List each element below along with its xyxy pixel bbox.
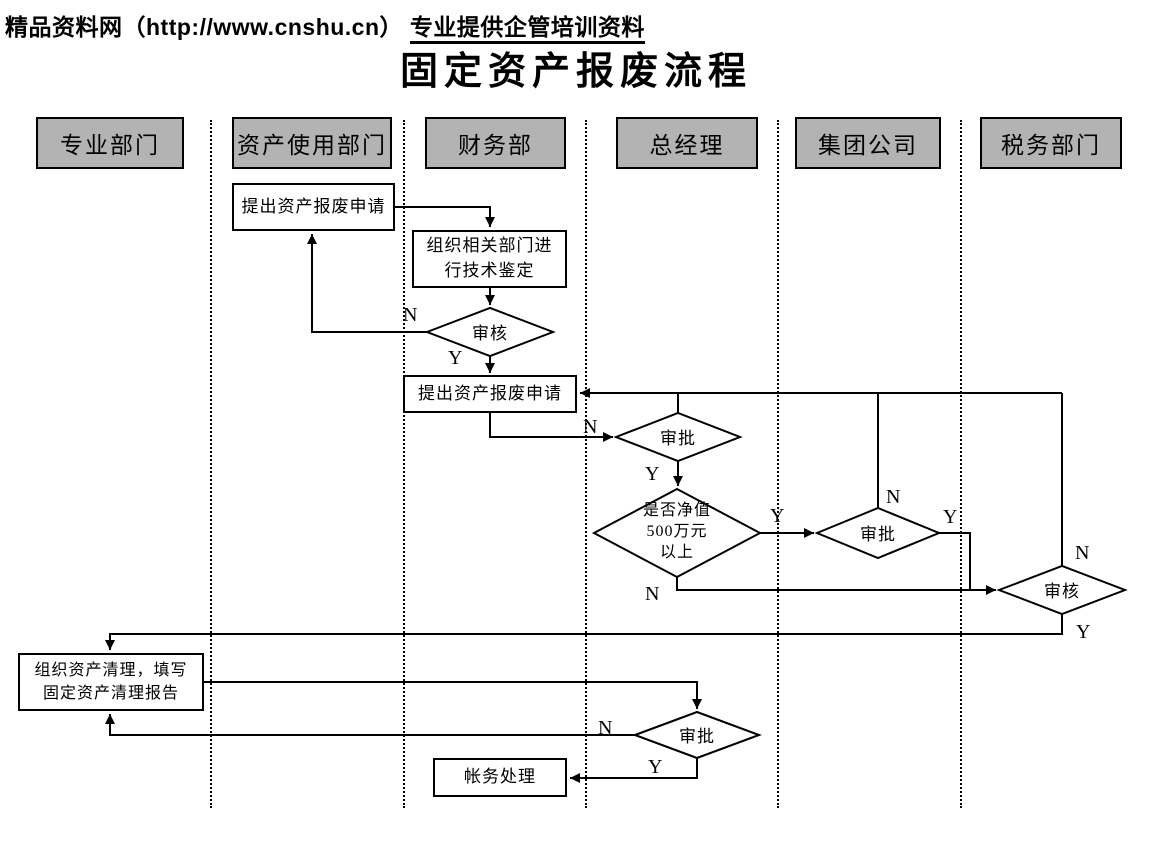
node-label-line2: 固定资产清理报告 <box>42 685 179 702</box>
watermark-tagline-text: 专业提供企管培训资料 <box>409 14 645 44</box>
connector-tax-review-yes-to-cleanup <box>105 614 1063 650</box>
watermark: 精品资料网（http://www.cnshu.cn） 专业提供企管培训资料 <box>5 8 645 44</box>
node-label-line2: 行技术鉴定 <box>444 261 535 280</box>
branch-label-group-approval-yes: Y <box>943 506 958 528</box>
lane-divider-1 <box>210 120 212 808</box>
node-submit-disposal-request-1: 提出资产报废申请 <box>232 183 395 231</box>
lane-header-label: 税务部门 <box>1001 133 1101 158</box>
decision-net-value-over-5m-shape <box>591 487 763 579</box>
node-label-line1: 组织资产清理，填写 <box>34 661 188 679</box>
node-organize-technical-appraisal: 组织相关部门进 行技术鉴定 <box>412 230 567 288</box>
node-accounting-treatment: 帐务处理 <box>433 758 567 797</box>
branch-label-networth-no: N <box>645 583 660 605</box>
decision-net-value-over-5m-label: 是否净值 500万元 以上 <box>632 501 722 563</box>
branch-label-tax-review-yes: Y <box>1076 621 1091 643</box>
lane-header-label: 总经理 <box>649 133 725 158</box>
connector-group-approval-yes-down <box>939 532 971 590</box>
lane-header-finance-dept: 财务部 <box>425 117 566 169</box>
decision-label-line1: 是否净值 <box>642 502 711 519</box>
decision-label-line2: 500万元 <box>646 522 708 540</box>
connector-review1-no-return <box>307 234 427 333</box>
branch-label-gm-approval-no: N <box>583 416 598 438</box>
node-submit-disposal-request-2: 提出资产报废申请 <box>403 375 577 413</box>
branch-label-final-approval-no: N <box>598 717 613 739</box>
lane-header-group-company: 集团公司 <box>795 117 941 169</box>
branch-label-final-approval-yes: Y <box>648 756 663 778</box>
lane-divider-2 <box>403 120 405 808</box>
connector-cleanup-to-final-approval <box>204 681 702 709</box>
connector-box1-to-appraisal <box>395 206 495 227</box>
decision-group-approval-label: 审批 <box>860 525 896 544</box>
decision-final-approval-label: 审批 <box>679 727 715 746</box>
lane-header-label: 财务部 <box>458 133 533 158</box>
lane-header-label: 集团公司 <box>818 133 918 158</box>
lane-divider-5 <box>960 120 962 808</box>
connector-final-approval-no-return <box>105 714 635 736</box>
lane-divider-3 <box>585 120 587 808</box>
lane-header-label: 专业部门 <box>60 133 160 158</box>
decision-tax-review-shape <box>996 564 1128 616</box>
node-label: 帐务处理 <box>464 767 536 787</box>
lane-header-tax-dept: 税务部门 <box>980 117 1122 169</box>
branch-label-tax-review-no: N <box>1075 542 1090 564</box>
decision-review-1-shape <box>424 306 556 358</box>
decision-review-1-label: 审核 <box>472 324 508 343</box>
lane-header-general-manager: 总经理 <box>616 117 758 169</box>
branch-label-gm-approval-yes: Y <box>645 463 660 485</box>
decision-label-line3: 以上 <box>659 543 694 561</box>
lane-divider-4 <box>777 120 779 808</box>
decision-gm-approval-shape <box>613 411 743 463</box>
decision-gm-approval-label: 审批 <box>660 429 696 448</box>
connector-box3-to-gm-approval <box>489 413 613 442</box>
decision-group-approval-shape <box>814 506 942 560</box>
branch-label-review1-no: N <box>403 304 418 326</box>
watermark-site-text: 精品资料网（http://www.cnshu.cn） <box>5 14 404 40</box>
connector-final-approval-yes-to-accounting <box>570 758 698 783</box>
node-label: 提出资产报废申请 <box>418 383 562 403</box>
branch-label-group-approval-no: N <box>886 486 901 508</box>
lane-header-specialist-dept: 专业部门 <box>36 117 184 169</box>
node-organize-asset-cleanup: 组织资产清理，填写 固定资产清理报告 <box>18 653 204 711</box>
branch-label-networth-yes: Y <box>770 505 785 527</box>
decision-tax-review-label: 审核 <box>1044 582 1080 601</box>
page-title: 固定资产报废流程 <box>399 51 752 93</box>
node-label-line1: 组织相关部门进 <box>426 236 553 256</box>
lane-header-asset-user-dept: 资产使用部门 <box>232 117 392 169</box>
lane-header-label: 资产使用部门 <box>237 133 387 158</box>
branch-label-review1-yes: Y <box>448 347 463 369</box>
node-label: 提出资产报废申请 <box>241 196 386 216</box>
connector-networth-no-to-tax-review <box>676 577 996 595</box>
decision-final-approval-shape <box>632 710 762 760</box>
